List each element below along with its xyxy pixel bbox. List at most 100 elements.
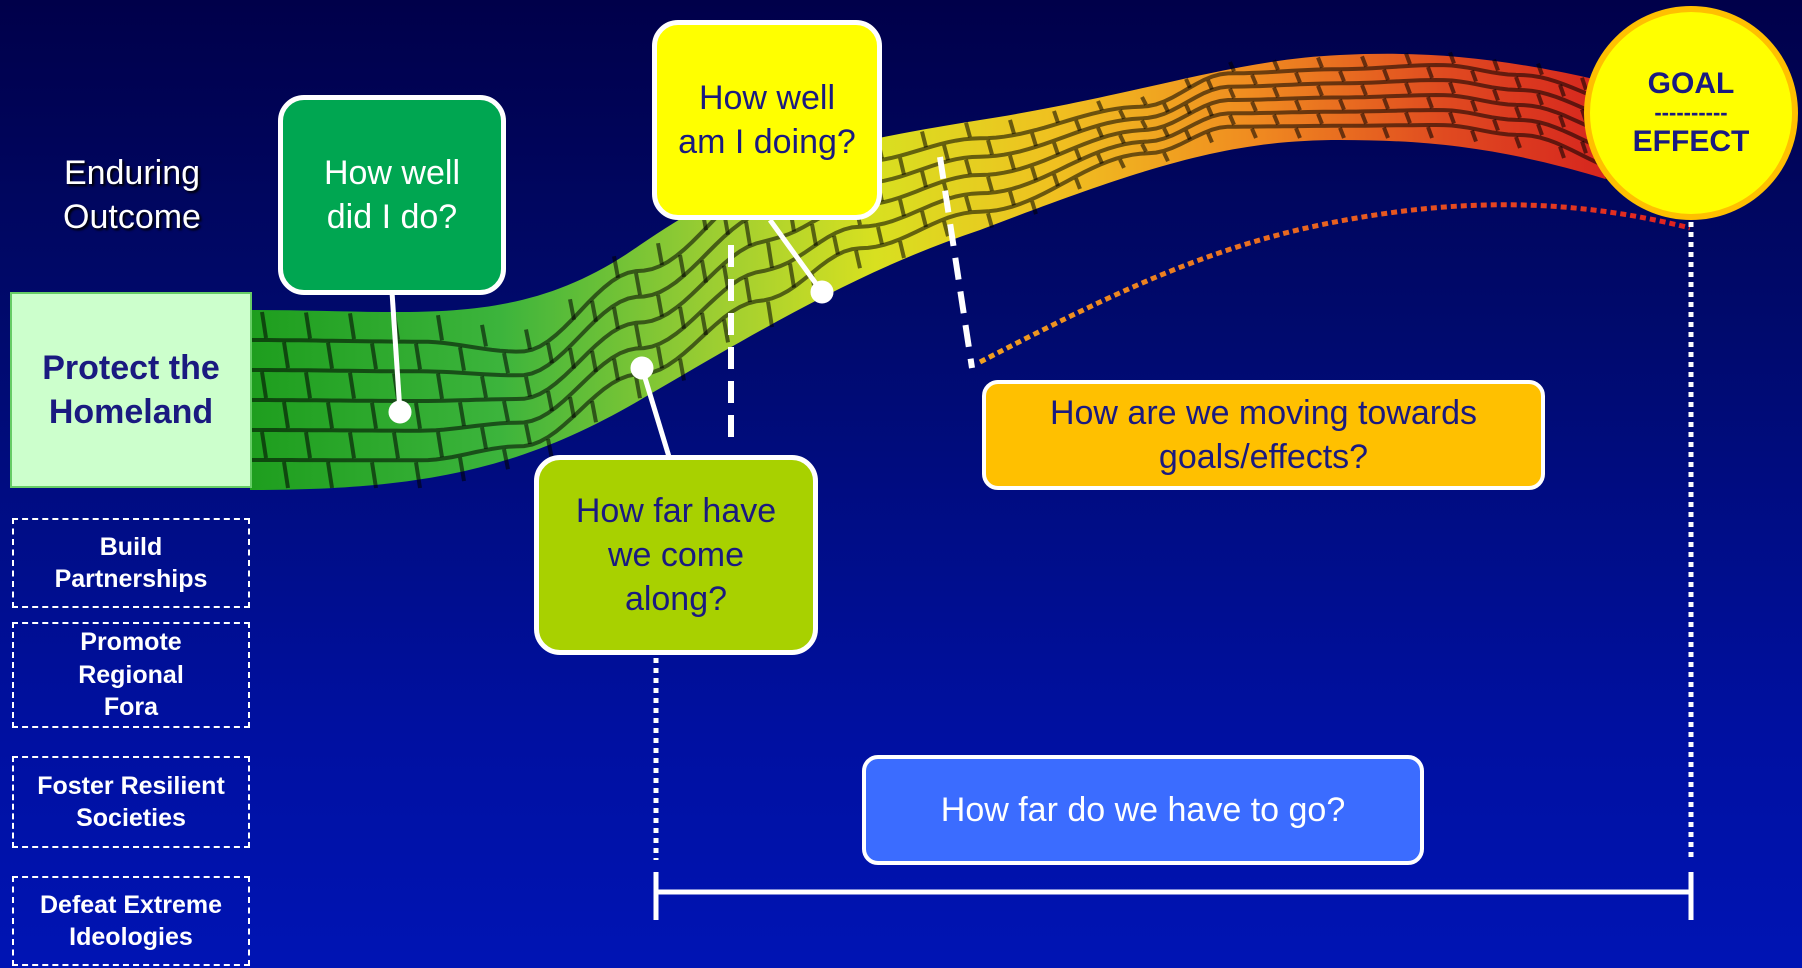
brick-joint — [546, 390, 554, 412]
brick-joint — [1272, 86, 1280, 98]
brick-joint — [942, 144, 950, 161]
brick-joint — [1052, 142, 1060, 156]
brick-joint — [788, 263, 796, 288]
brick-joint — [1492, 118, 1500, 132]
brick-joint — [502, 400, 510, 422]
brick-joint — [1404, 111, 1412, 124]
brick-joint — [414, 461, 422, 489]
brick-joint — [766, 301, 774, 328]
brick-joint — [1074, 119, 1082, 132]
brick-joint — [1030, 200, 1038, 215]
brick-joint — [634, 272, 642, 296]
brick-joint — [1580, 77, 1588, 91]
outcome-box-label: Protect the Homeland — [42, 348, 220, 431]
brick-joint — [392, 432, 400, 459]
brick-joint — [524, 376, 532, 397]
brick-joint — [1294, 99, 1302, 111]
brick-joint — [1140, 96, 1148, 106]
brick-joint — [1228, 114, 1236, 126]
brick-joint — [1294, 71, 1302, 84]
brick-joint — [370, 461, 378, 489]
brick-joint — [590, 300, 598, 323]
brick-joint — [1294, 127, 1302, 139]
brick-joint — [920, 131, 928, 148]
brick-joint — [920, 210, 928, 228]
brick-joint — [1228, 87, 1236, 99]
brick-joint — [480, 426, 488, 450]
brick-joint — [766, 242, 774, 269]
brick-joint — [678, 358, 686, 381]
enduring-outcome-label: Enduring Outcome — [63, 153, 201, 236]
line-of-effort-defeat-extreme-ideologies: Defeat Extreme Ideologies — [12, 876, 250, 966]
brick-joint — [634, 376, 642, 399]
brick-joint — [524, 423, 532, 445]
brick-joint — [920, 170, 928, 188]
brick-joint — [1052, 173, 1060, 187]
brick-joint — [700, 312, 708, 336]
brick-joint — [348, 372, 356, 399]
line-of-effort-foster-resilient-societies: Foster Resilient Societies — [12, 756, 250, 848]
brick-joint — [700, 260, 708, 283]
goal-label: GOAL — [1647, 67, 1735, 100]
brick-joint — [744, 221, 752, 247]
brick-joint — [1470, 69, 1478, 83]
brick-joint — [1096, 126, 1104, 138]
brick-joint — [480, 324, 488, 347]
brick-joint — [546, 342, 554, 364]
brick-joint — [1492, 88, 1500, 102]
brick-joint — [1360, 112, 1368, 125]
brick-joint — [1184, 129, 1192, 141]
brick-joint — [1382, 68, 1390, 81]
brick-joint — [986, 176, 994, 192]
brick-joint — [1404, 52, 1412, 65]
brick-joint — [1206, 79, 1214, 91]
brick-joint — [1074, 148, 1082, 161]
brick-joint — [1272, 59, 1280, 71]
brick-joint — [1008, 190, 1016, 206]
brick-joint — [1206, 105, 1214, 117]
brick-joint — [458, 346, 466, 372]
brick-joint — [1228, 61, 1236, 73]
brick-joint — [1250, 74, 1258, 86]
effect-label: EFFECT — [1632, 125, 1750, 158]
brick-joint — [1008, 155, 1016, 171]
brick-joint — [656, 242, 664, 266]
brick-joint — [942, 220, 950, 237]
goal-effect-circle: GOAL ---------- EFFECT — [1584, 6, 1798, 220]
brick-lines — [252, 51, 1637, 489]
brick-joint — [436, 314, 444, 341]
brick-joint — [1250, 127, 1258, 139]
brick-joint — [1558, 145, 1566, 159]
brick-joint — [348, 312, 356, 340]
brick-joint — [590, 400, 598, 423]
brick-joint — [1162, 151, 1170, 163]
marker-dashed-line-2 — [937, 156, 975, 369]
brick-road — [250, 51, 1640, 491]
brick-joint — [1536, 62, 1544, 76]
distance-bracket — [653, 872, 1694, 920]
brick-joint — [370, 343, 378, 370]
brick-joint — [1360, 84, 1368, 96]
line-of-effort-promote-regional-fora: Promote Regional Fora — [12, 622, 250, 728]
brick-joint — [1162, 102, 1170, 113]
brick-joint — [1404, 82, 1412, 95]
brick-joint — [1470, 129, 1478, 143]
brick-joint — [1140, 142, 1148, 153]
brick-joint — [1514, 76, 1522, 89]
brick-joint — [1096, 100, 1104, 112]
brick-joint — [1118, 134, 1126, 145]
brick-joint — [612, 255, 620, 279]
brick-joint — [656, 346, 664, 369]
brick-joint — [1426, 96, 1434, 109]
callout-how-far-have-we-come: How far have we come along? — [534, 455, 818, 655]
brick-joint — [1448, 111, 1456, 125]
brick-joint — [1580, 140, 1588, 154]
brick-joint — [1316, 84, 1324, 97]
brick-joint — [678, 306, 686, 330]
brick-joint — [1536, 93, 1544, 106]
brick-joint — [1514, 106, 1522, 119]
brick-joint — [436, 373, 444, 400]
brick-joint — [1096, 153, 1104, 165]
brick-joint — [326, 402, 334, 429]
